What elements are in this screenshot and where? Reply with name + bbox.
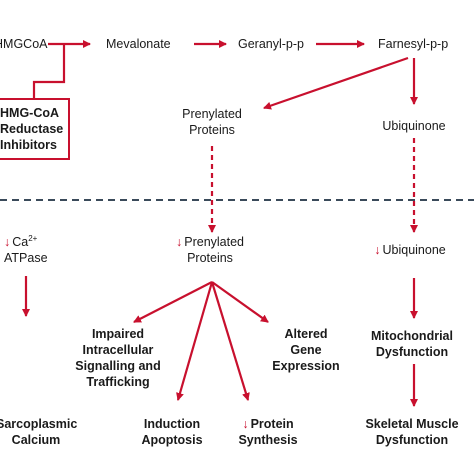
prenylated-upper-line-2: Proteins [189, 123, 235, 137]
ca-line: ↓Ca2+ [4, 234, 48, 250]
farnesyl-label: Farnesyl-p-p [378, 37, 449, 51]
gene-expression-label: Altered Gene Expression [272, 326, 339, 374]
signalling-line-3: Signalling and [75, 359, 161, 373]
inhibitor-line-2: Reductase [0, 122, 64, 136]
induction-line: Induction [143, 417, 201, 431]
decrease-arrow-icon: ↓ [242, 417, 249, 431]
arrow-to-signalling [133, 281, 213, 323]
ca-base: Ca [12, 235, 29, 249]
prenylated-proteins-lower: ↓Prenylated Proteins [176, 234, 244, 266]
decrease-arrow-icon: ↓ [4, 235, 11, 249]
apoptosis-line: Apoptosis [141, 433, 203, 447]
mitochondrial-dysfunction-label: Mitochondrial Dysfunction [371, 328, 453, 360]
inhibitor-connector [32, 44, 66, 98]
inhibitor-line-3: Inhibitors [0, 138, 57, 152]
sarcoplasmic-line: Sarcoplasmic [0, 417, 78, 431]
gene-line-1: Altered [284, 327, 328, 341]
prenylated-lower-line-1: ↓Prenylated [175, 235, 245, 249]
inhibitor-label: HMG-CoA Reductase Inhibitors [0, 105, 66, 153]
geranyl-label: Geranyl-p-p [238, 37, 304, 51]
signalling-line-4: Trafficking [86, 375, 150, 389]
inhibitor-line-1: HMG-CoA [0, 106, 60, 120]
gene-line-3: Expression [272, 359, 340, 373]
protein-synthesis-label: ↓Protein Synthesis [238, 416, 297, 448]
arrow-farnesyl-prenylated [263, 56, 409, 110]
decrease-arrow-icon: ↓ [374, 243, 381, 257]
inhibitor-box [0, 98, 70, 160]
signalling-line-1: Impaired [91, 327, 145, 341]
ca-atpase-label: ↓Ca2+ ATPase [4, 234, 48, 266]
arrow-to-protein-synthesis [210, 281, 250, 401]
skeletal-line: Skeletal Muscle [365, 417, 459, 431]
ubiquinone-lower: ↓Ubiquinone [374, 243, 446, 257]
arrow-to-gene-expression [211, 281, 269, 323]
induction-apoptosis-label: Induction Apoptosis [141, 416, 202, 448]
skeletal-dysfunction-label: Skeletal Muscle Dysfunction [365, 416, 458, 448]
sarcoplasmic-calcium-label: Sarcoplasmic Calcium [0, 416, 78, 448]
signalling-line-2: Intracellular [82, 343, 154, 357]
decrease-arrow-icon: ↓ [175, 235, 183, 249]
mevalonate-label: Mevalonate [106, 37, 171, 51]
prenylated-lower-line-2: Proteins [187, 251, 233, 265]
mitochondrial-line: Mitochondrial [371, 329, 453, 343]
atpase-line: ATPase [4, 251, 48, 265]
ubiquinone-upper: Ubiquinone [382, 119, 446, 133]
gene-line-2: Gene [290, 343, 322, 357]
synthesis-line: Synthesis [238, 433, 298, 447]
ca-charge: 2+ [28, 233, 38, 243]
arrow-to-apoptosis [176, 281, 214, 401]
prenylated-proteins-upper: Prenylated Proteins [182, 106, 242, 138]
calcium-line: Calcium [11, 433, 61, 447]
mito-dysfunction-line: Dysfunction [375, 345, 449, 359]
skeletal-dysfunction-line: Dysfunction [375, 433, 449, 447]
hmgcoa-label: HMGCoA [0, 37, 48, 51]
protein-line: ↓Protein [242, 417, 294, 431]
signalling-label: Impaired Intracellular Signalling and Tr… [75, 326, 160, 390]
prenylated-upper-line-1: Prenylated [182, 107, 242, 121]
